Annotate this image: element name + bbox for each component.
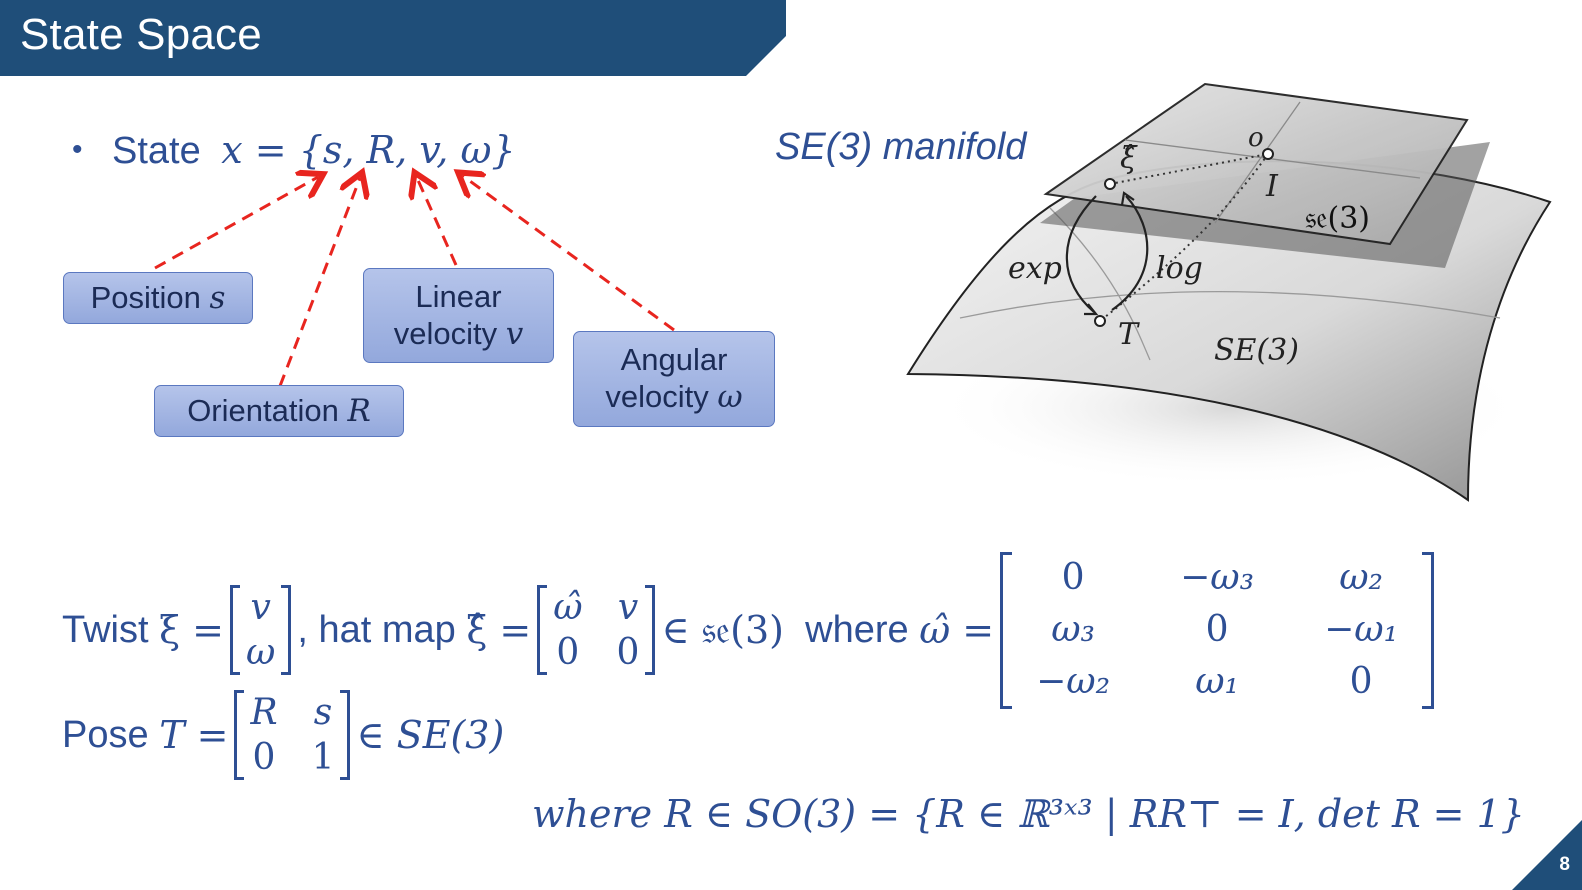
pose-cell: 1 xyxy=(311,737,335,778)
skew-cell: −ω₂ xyxy=(1036,661,1111,703)
hat-cell: v xyxy=(617,587,639,629)
twist-point-label: ξ̂ xyxy=(1120,141,1138,176)
orientation-label: Orientation xyxy=(187,392,339,428)
skew-cell: ω₂ xyxy=(1339,557,1383,598)
identity-label: I xyxy=(1265,169,1279,204)
exp-label: exp xyxy=(1008,251,1062,286)
pose-cell: R xyxy=(250,692,278,733)
position-symbol: s xyxy=(209,279,226,316)
angular-velocity-box: Angular velocity ω xyxy=(573,331,775,427)
page-number: 8 xyxy=(1559,854,1570,875)
pose-cell: 0 xyxy=(252,737,276,778)
origin-label: o xyxy=(1248,123,1264,153)
in-se3: ∈ 𝔰𝔢(3) xyxy=(661,607,784,652)
omega-hat-eq: ω̂ = xyxy=(919,608,995,653)
linear-velocity-line1: Linear xyxy=(415,278,502,314)
state-label: State xyxy=(112,130,201,172)
skew-cell: 0 xyxy=(1205,609,1229,651)
linear-velocity-line2: velocity xyxy=(393,315,498,351)
twist-label: Twist xyxy=(62,608,149,651)
twist-v: v xyxy=(250,587,271,629)
xi-hat-eq: ξ̂ = xyxy=(466,608,532,653)
state-bullet: • State x = {s, R, v, ω} xyxy=(72,128,516,173)
slide-title: State Space xyxy=(20,10,262,59)
position-label: Position xyxy=(90,279,201,315)
figure-caption: SE(3) manifold xyxy=(775,126,1027,168)
arrow-angular-velocity xyxy=(463,176,675,332)
hat-cell: 0 xyxy=(556,632,580,674)
arrow-orientation xyxy=(278,178,360,387)
linear-velocity-symbol: v xyxy=(505,315,524,352)
state-arrows xyxy=(154,0,675,387)
skew-matrix: 0 −ω₃ ω₂ ω₃ 0 −ω₁ −ω₂ ω₁ 0 xyxy=(1000,552,1435,709)
linear-velocity-box: Linear velocity v xyxy=(363,268,554,363)
pose-T-eq: T = xyxy=(159,713,229,757)
position-box: Position s xyxy=(63,272,253,324)
angular-velocity-line1: Angular xyxy=(620,342,728,378)
arrow-position xyxy=(154,177,318,270)
page-corner xyxy=(1512,820,1582,890)
where-label: where xyxy=(805,608,909,651)
skew-cell: −ω₃ xyxy=(1180,557,1255,598)
angular-velocity-symbol: ω xyxy=(717,379,743,415)
skew-cell: −ω₁ xyxy=(1324,609,1399,651)
pose-label: Pose xyxy=(62,713,149,756)
twist-omega: ω xyxy=(245,632,276,674)
pose-matrix: R s 0 1 xyxy=(234,690,351,780)
title-banner: State Space xyxy=(0,0,790,76)
pose-equation: Pose T = R s 0 1 ∈ SE(3) xyxy=(62,690,504,780)
hat-matrix: ω̂ v 0 0 xyxy=(537,585,656,676)
arrow-linear-velocity xyxy=(417,178,458,266)
hat-map-label: , hat map xyxy=(297,608,456,651)
xi-eq: ξ = xyxy=(159,608,224,653)
orientation-symbol: R xyxy=(347,392,371,429)
twist-vector: v ω xyxy=(229,585,292,676)
angular-velocity-line2: velocity xyxy=(605,379,709,414)
skew-cell: 0 xyxy=(1061,557,1085,598)
in-SE3: ∈ SE(3) xyxy=(356,713,505,757)
hat-cell: 0 xyxy=(616,632,640,674)
bullet-icon: • xyxy=(72,133,83,166)
se3-manifold-figure: ξ̂ o I 𝔰𝔢(3) exp log T SE(3) xyxy=(906,82,1552,502)
pose-point-label: T xyxy=(1118,317,1140,352)
pose-cell: s xyxy=(313,692,333,733)
manifold-label: SE(3) xyxy=(1214,333,1299,368)
banner-shape xyxy=(0,0,786,76)
skew-cell: ω₃ xyxy=(1051,609,1095,651)
skew-cell: ω₁ xyxy=(1195,661,1239,703)
state-expression: x = {s, R, v, ω} xyxy=(221,128,516,172)
skew-cell: 0 xyxy=(1349,661,1373,703)
twist-equation: Twist ξ = v ω , hat map ξ̂ = ω̂ v 0 0 ∈ … xyxy=(62,552,1440,709)
hat-cell: ω̂ xyxy=(553,587,583,629)
tangent-space-label: 𝔰𝔢(3) xyxy=(1305,201,1370,236)
orientation-box: Orientation R xyxy=(154,385,404,437)
log-label: log xyxy=(1156,251,1203,286)
so3-definition: where R ∈ SO(3) = {R ∈ ℝ³ˣ³ | RR⊤ = I, d… xyxy=(532,792,1525,836)
